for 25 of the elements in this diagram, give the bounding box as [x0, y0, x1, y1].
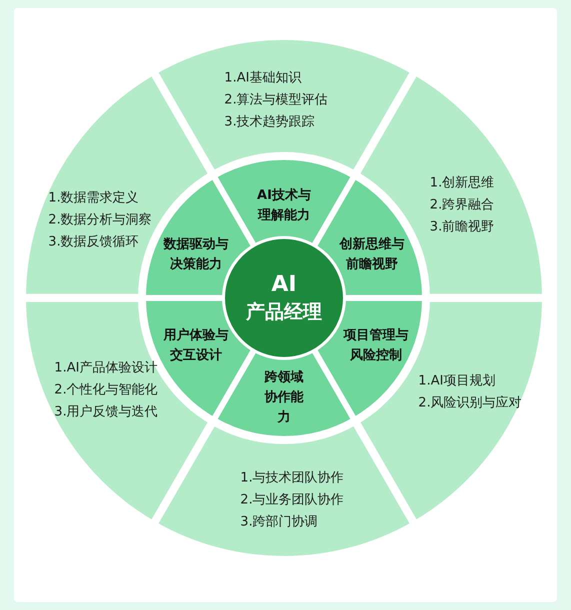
list-item: 1.AI产品体验设计 [54, 360, 158, 376]
sector-title: AI技术与理解能力 [256, 187, 312, 225]
sector-title: 项目管理与风险控制 [342, 327, 410, 365]
list-item: 3.前瞻视野 [430, 218, 494, 236]
list-item: 2.算法与模型评估 [224, 92, 328, 108]
sector-title: 用户体验与交互设计 [162, 326, 230, 365]
list-item: 2.个性化与智能化 [54, 382, 158, 398]
list-item: 2.跨界融合 [430, 196, 494, 214]
sector-title: 跨领域协作能力 [264, 368, 304, 427]
list-item: 2.数据分析与洞察 [48, 211, 152, 228]
list-item: 1.AI项目规划 [418, 372, 496, 390]
list-item: 2.风险识别与应对 [418, 394, 522, 412]
list-item: 3.技术趋势跟踪 [224, 114, 315, 130]
list-item: 3.跨部门协调 [240, 513, 318, 530]
hub-title: AI [271, 271, 297, 299]
list-item: 1.与技术团队协作 [240, 469, 344, 486]
sector-title: 创新思维与前瞻视野 [338, 236, 406, 274]
list-item: 1.数据需求定义 [48, 189, 139, 206]
list-item: 2.与业务团队协作 [240, 491, 344, 508]
sector-title: 数据驱动与决策能力 [162, 236, 230, 274]
list-item: 3.用户反馈与迭代 [54, 404, 158, 420]
list-item: 1.创新思维 [430, 174, 494, 192]
list-item: 3.数据反馈循环 [48, 233, 139, 250]
hub-title: 产品经理 [246, 300, 322, 325]
list-item: 1.AI基础知识 [224, 70, 302, 86]
